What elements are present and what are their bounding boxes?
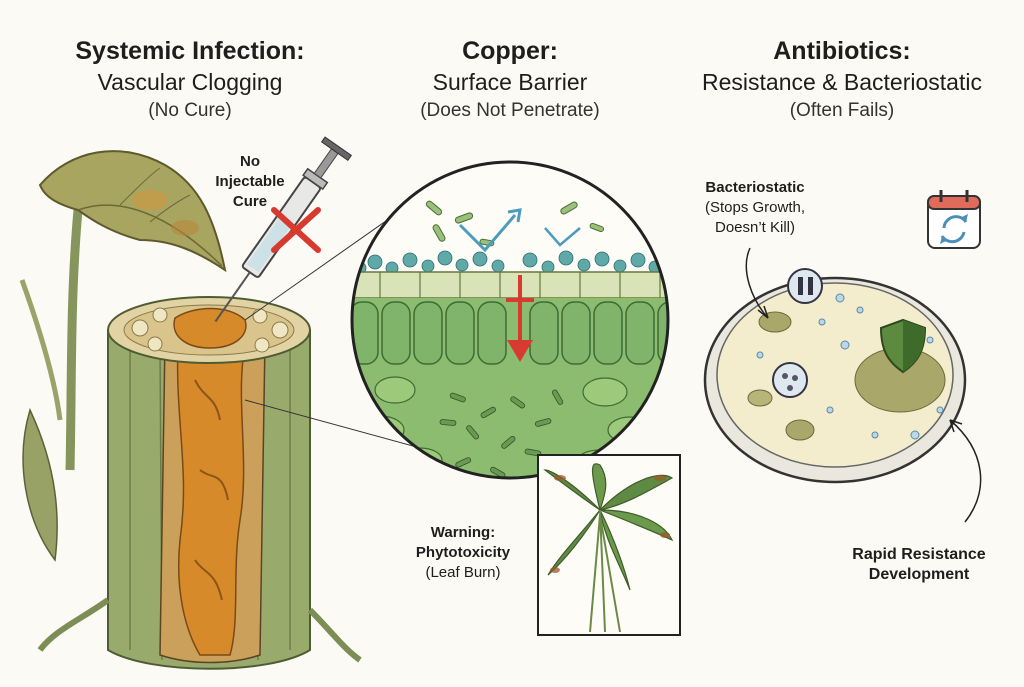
- syringe-icon: [214, 136, 352, 323]
- heading-subtitle: Surface Barrier: [432, 69, 588, 95]
- vascular-ooze: [176, 344, 246, 656]
- copper-particles: [353, 250, 662, 275]
- label-line: Cure: [232, 193, 268, 210]
- no-injectable-cure-label: No Injectable Cure: [200, 152, 300, 212]
- leaf-burn-inset: [537, 454, 681, 636]
- label-line: Development: [868, 566, 970, 583]
- internal-bacteria: [439, 389, 564, 478]
- shield-icon: [879, 318, 927, 374]
- inhibited-cell: [772, 362, 808, 398]
- heading-title: Systemic Infection:: [75, 37, 305, 65]
- heading-subtitle: Vascular Clogging: [97, 69, 283, 95]
- label-line: Rapid Resistance: [852, 546, 986, 563]
- heading-antibiotics: Antibiotics: Resistance & Bacteriostatic…: [660, 36, 1024, 124]
- calendar-refresh-icon: [927, 190, 981, 249]
- label-note: (Stops Growth,: [704, 199, 806, 216]
- petri-dish: [703, 247, 982, 523]
- label-line: Bacteriostatic: [705, 179, 805, 196]
- magnified-leaf-section: [350, 160, 670, 480]
- heading-note: (Often Fails): [789, 100, 895, 121]
- red-arrow-icon: [506, 275, 534, 362]
- pause-icon: [787, 268, 823, 304]
- heading-subtitle: Resistance & Bacteriostatic: [702, 69, 982, 95]
- heading-note: (No Cure): [148, 100, 232, 121]
- heading-note: (Does Not Penetrate): [420, 100, 600, 121]
- bacteriostatic-label: Bacteriostatic (Stops Growth, Doesn’t Ki…: [690, 178, 820, 238]
- plant-illustration: [19, 150, 362, 670]
- label-line: Warning:: [430, 524, 496, 541]
- label-note: Doesn’t Kill): [714, 219, 796, 236]
- label-line: Phytotoxicity: [415, 544, 511, 561]
- red-x-icon: [271, 207, 321, 253]
- heading-systemic-infection: Systemic Infection: Vascular Clogging (N…: [40, 36, 340, 124]
- heading-copper: Copper: Surface Barrier (Does Not Penetr…: [360, 36, 660, 124]
- heading-title: Antibiotics:: [773, 37, 911, 65]
- label-line: Injectable: [215, 173, 285, 190]
- wilted-leaf: [38, 150, 227, 273]
- label-line: No: [240, 153, 260, 170]
- label-note: (Leaf Burn): [425, 564, 501, 581]
- rapid-resistance-label: Rapid Resistance Development: [824, 545, 1014, 585]
- phytotoxicity-warning-label: Warning: Phytotoxicity (Leaf Burn): [408, 523, 518, 583]
- heading-title: Copper:: [462, 37, 558, 65]
